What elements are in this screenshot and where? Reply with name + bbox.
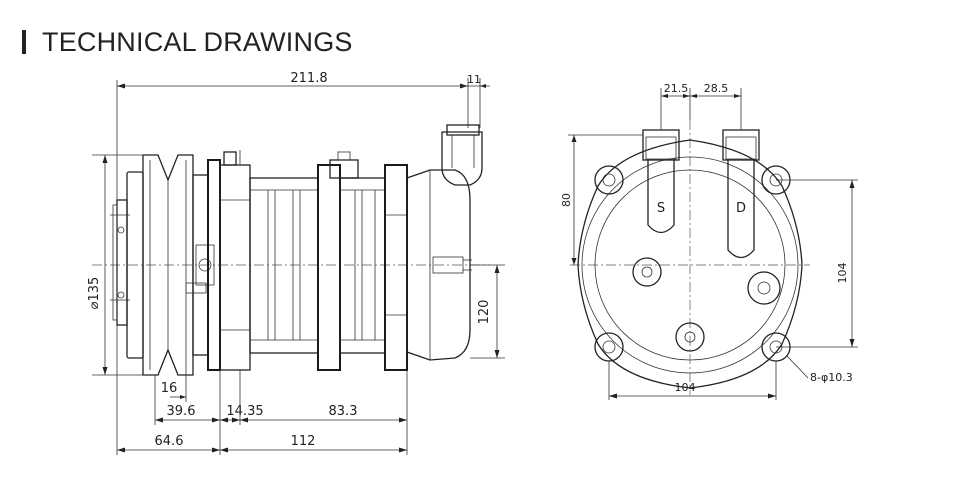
port-label-discharge: D (736, 201, 746, 216)
dim-fitting: 11 (467, 73, 481, 86)
port-label-suction: S (657, 201, 665, 216)
rear-view-drawing: 21.5 28.5 80 104 104 8-φ10.3 S D (560, 82, 858, 400)
dim-height: 120 (477, 300, 492, 325)
dim-flange: 14.35 (226, 404, 263, 419)
dim-rear: 112 (291, 434, 316, 449)
dim-holes: 8-φ10.3 (810, 371, 853, 384)
dim-port-d-offset: 28.5 (704, 82, 729, 95)
dim-overall-length: 211.8 (290, 71, 327, 86)
dim-horizontal-mount: 104 (675, 381, 696, 394)
dim-front: 64.6 (155, 434, 184, 449)
dim-vertical-mount: 104 (836, 263, 849, 284)
header-accent-bar (22, 30, 26, 54)
mounting-holes (594, 165, 791, 362)
section-header: TECHNICAL DRAWINGS (22, 24, 353, 60)
dim-groove: 16 (161, 381, 178, 396)
dim-pulley-offset: 39.6 (167, 404, 196, 419)
dim-port-height: 80 (560, 193, 573, 207)
dim-body: 83.3 (329, 404, 358, 419)
dim-pulley-diameter: ⌀135 (87, 277, 102, 310)
dim-port-s-offset: 21.5 (664, 82, 689, 95)
side-view-drawing: 211.8 11 ⌀135 120 16 39.6 14.35 83.3 64.… (87, 71, 505, 455)
page-title: TECHNICAL DRAWINGS (42, 26, 353, 57)
